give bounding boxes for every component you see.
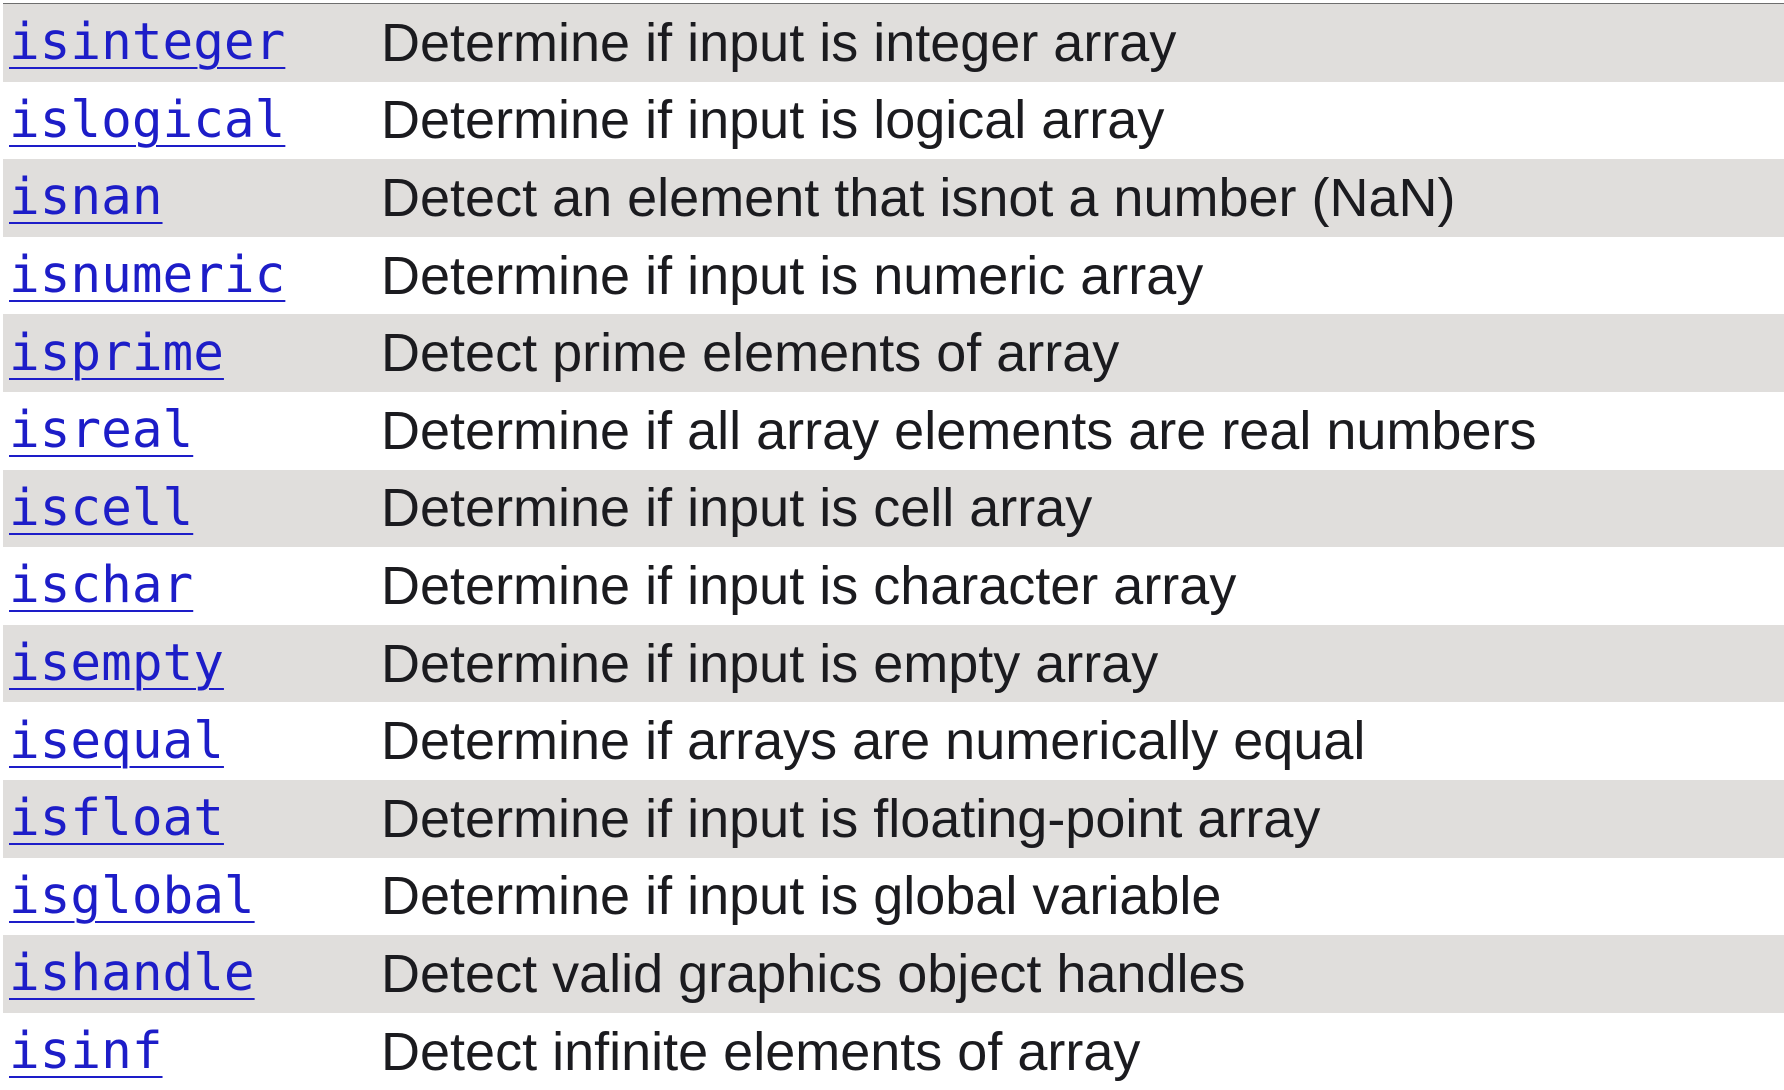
- table-row: islogical Determine if input is logical …: [3, 81, 1784, 160]
- table-row: isfloat Determine if input is floating-p…: [3, 779, 1784, 858]
- function-link[interactable]: isequal: [9, 711, 224, 771]
- function-link[interactable]: iscell: [9, 478, 194, 538]
- table-row: isreal Determine if all array elements a…: [3, 391, 1784, 470]
- function-link[interactable]: isempty: [9, 634, 224, 694]
- function-description: Determine if input is empty array: [381, 633, 1159, 694]
- top-divider: [3, 3, 1784, 4]
- table-row: isinteger Determine if input is integer …: [3, 4, 1784, 82]
- function-description: Determine if all array elements are real…: [381, 400, 1537, 461]
- function-description: Determine if input is cell array: [381, 478, 1093, 539]
- function-link[interactable]: isinteger: [9, 13, 286, 73]
- function-link[interactable]: isglobal: [9, 866, 255, 926]
- function-description: Detect an element that isnot a number (N…: [381, 167, 1456, 228]
- function-description: Determine if input is character array: [381, 555, 1237, 616]
- function-link[interactable]: isnumeric: [9, 246, 286, 306]
- function-description: Detect prime elements of array: [381, 323, 1120, 384]
- function-description: Determine if input is global variable: [381, 866, 1222, 927]
- function-description: Determine if input is numeric array: [381, 245, 1204, 306]
- table-row: isequal Determine if arrays are numerica…: [3, 702, 1784, 780]
- function-link[interactable]: isreal: [9, 401, 194, 461]
- table-row: isnumeric Determine if input is numeric …: [3, 236, 1784, 315]
- function-link[interactable]: isnan: [9, 168, 163, 228]
- function-link[interactable]: islogical: [9, 90, 286, 150]
- table-row: ishandle Detect valid graphics object ha…: [3, 935, 1784, 1013]
- function-table: isinteger Determine if input is integer …: [3, 4, 1784, 1090]
- function-link[interactable]: isprime: [9, 323, 224, 383]
- function-link[interactable]: isinf: [9, 1022, 163, 1082]
- table-row: ischar Determine if input is character a…: [3, 547, 1784, 625]
- table-row: isglobal Determine if input is global va…: [3, 857, 1784, 936]
- function-description: Detect infinite elements of array: [381, 1021, 1141, 1082]
- function-description: Determine if arrays are numerically equa…: [381, 711, 1366, 772]
- table-row: isnan Detect an element that isnot a num…: [3, 159, 1784, 237]
- function-description: Determine if input is integer array: [381, 12, 1177, 73]
- table-row: iscell Determine if input is cell array: [3, 469, 1784, 548]
- function-description: Determine if input is logical array: [381, 90, 1165, 151]
- table-row: isempty Determine if input is empty arra…: [3, 624, 1784, 703]
- function-description: Detect valid graphics object handles: [381, 943, 1246, 1004]
- function-link[interactable]: ishandle: [9, 944, 255, 1004]
- function-description: Determine if input is floating-point arr…: [381, 788, 1321, 849]
- function-link[interactable]: ischar: [9, 556, 194, 616]
- function-link[interactable]: isfloat: [9, 789, 224, 849]
- table-row: isinf Detect infinite elements of array: [3, 1012, 1784, 1090]
- table-row: isprime Detect prime elements of array: [3, 314, 1784, 392]
